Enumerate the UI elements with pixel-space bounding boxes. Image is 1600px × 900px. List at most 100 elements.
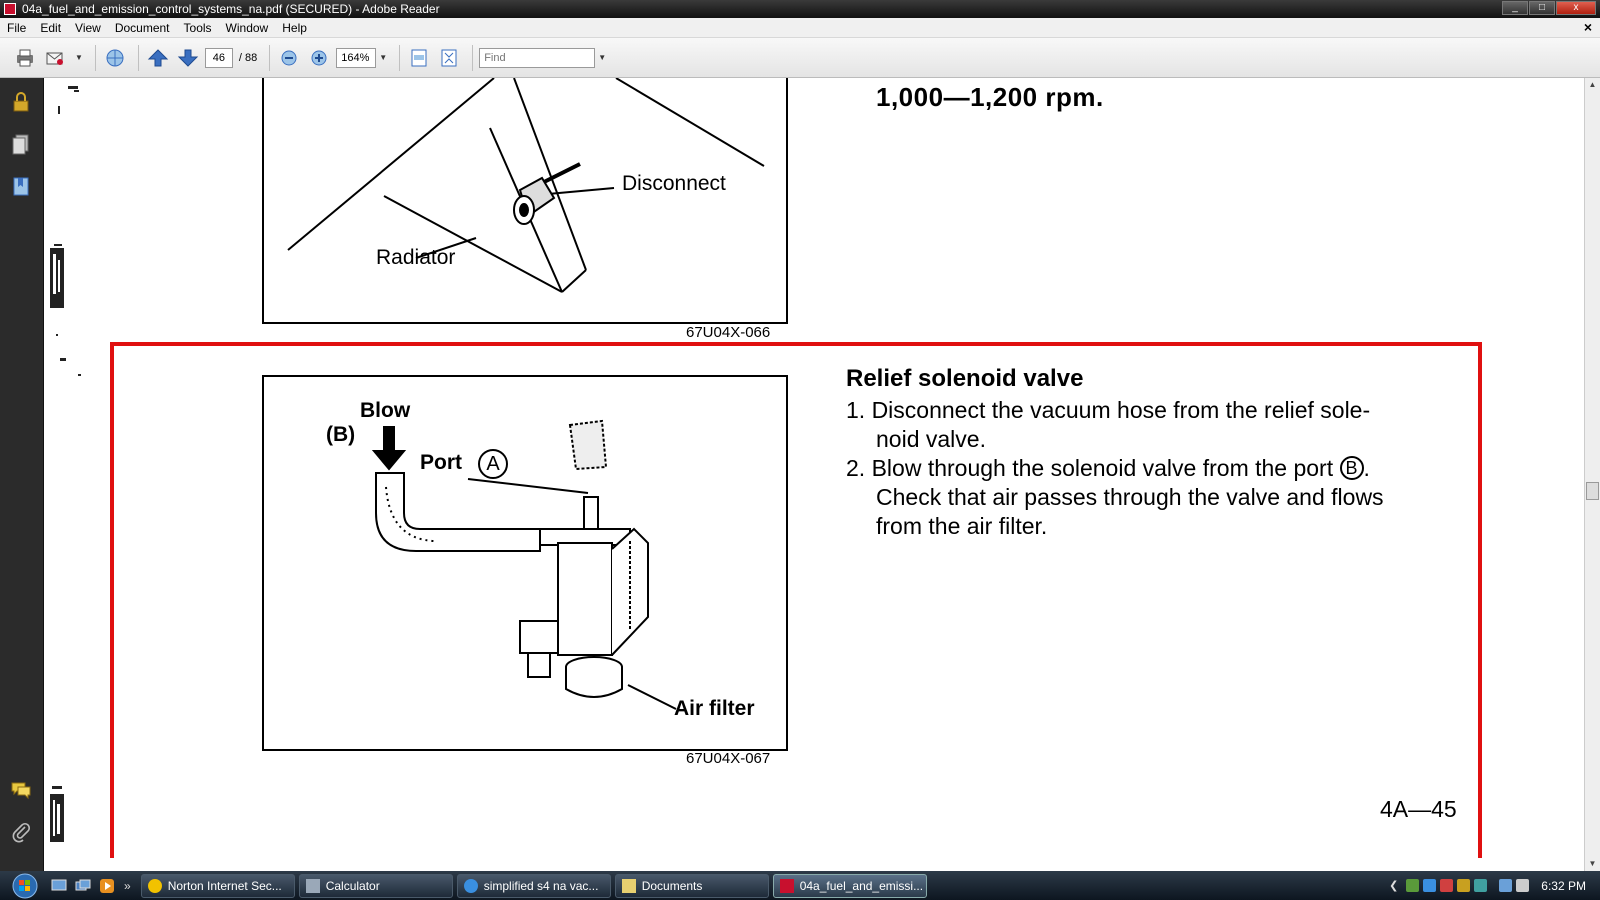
step-1-line-2: noid valve. [876, 426, 986, 452]
menu-bar: File Edit View Document Tools Window Hel… [0, 18, 1600, 38]
find-dropdown-icon[interactable]: ▼ [598, 53, 607, 62]
envelope-icon [46, 52, 63, 65]
scroll-down-icon[interactable]: ▼ [1588, 859, 1597, 868]
maximize-button[interactable]: □ [1529, 1, 1555, 15]
document-viewport[interactable]: Disconnect Radiator 67U04X-066 [44, 78, 1584, 871]
task-adobe-reader[interactable]: 04a_fuel_and_emissi... [772, 873, 927, 898]
update-tray-icon[interactable] [1423, 879, 1437, 892]
security-tray-icon[interactable] [1440, 879, 1454, 892]
sync-tray-icon[interactable] [1474, 879, 1488, 892]
clock[interactable]: 6:32 PM [1541, 878, 1586, 893]
zoom-dropdown-icon[interactable]: ▼ [379, 53, 388, 62]
step-2-line-2: Check that air passes through the valve … [876, 484, 1384, 510]
chevron-down-icon[interactable]: ▼ [75, 53, 83, 62]
window-title-bar: 04a_fuel_and_emission_control_systems_na… [0, 0, 1600, 18]
find-input[interactable] [479, 47, 596, 68]
step-2-text: 2. Blow through the solenoid valve from … [846, 455, 1334, 481]
zoom-in-icon [311, 50, 327, 65]
figure-relief-solenoid-valve: Blow (B) Port A Air filter [262, 375, 788, 751]
pages-icon[interactable] [9, 132, 33, 156]
toolbar: ▼ / 88 ▼ ▼ [0, 38, 1600, 78]
menu-tools[interactable]: Tools [183, 20, 212, 35]
pdf-icon [779, 878, 794, 893]
radiator-drawing [287, 78, 765, 293]
lock-icon[interactable] [9, 90, 33, 114]
close-window-button[interactable]: x [1556, 1, 1596, 15]
menu-view[interactable]: View [75, 20, 101, 35]
minimize-button[interactable]: _ [1502, 1, 1528, 15]
zoom-level-input[interactable] [336, 47, 377, 68]
bookmarks-icon[interactable] [9, 174, 33, 198]
task-internet-explorer[interactable]: simplified s4 na vac... [456, 873, 611, 898]
print-button[interactable] [12, 46, 38, 70]
navigation-pane [0, 78, 44, 871]
label-disconnect: Disconnect [622, 172, 726, 195]
globe-icon [106, 49, 124, 66]
menu-edit[interactable]: Edit [40, 20, 62, 35]
start-button[interactable] [6, 872, 44, 900]
folder-icon [621, 878, 636, 893]
fit-width-button[interactable] [406, 46, 432, 70]
comments-icon[interactable] [9, 778, 33, 802]
figure-radiator-disconnect: Disconnect Radiator [262, 78, 788, 324]
page-number: 4A—45 [1380, 796, 1457, 822]
solenoid-valve-drawing [371, 419, 677, 710]
port-b-symbol: B [1339, 456, 1364, 480]
network-tray-icon[interactable] [1406, 879, 1420, 892]
zoom-in-button[interactable] [306, 46, 332, 70]
adobe-reader-icon [4, 3, 16, 15]
previous-page-button[interactable] [145, 46, 171, 70]
internet-explorer-icon [463, 878, 478, 893]
arrow-up-icon [147, 48, 169, 66]
task-documents[interactable]: Documents [614, 873, 769, 898]
norton-icon [147, 878, 162, 893]
red-annotation-frame [110, 342, 1482, 858]
scroll-up-icon[interactable]: ▲ [1588, 80, 1597, 89]
fit-page-button[interactable] [436, 46, 462, 70]
task-norton[interactable]: Norton Internet Sec... [140, 873, 295, 898]
figure1-code: 67U04X-066 [686, 324, 771, 341]
collaborate-button[interactable] [102, 46, 128, 70]
fit-page-icon [441, 49, 457, 66]
page-number-input[interactable] [204, 47, 233, 68]
section-title: Relief solenoid valve [846, 365, 1084, 392]
attachment-icon[interactable] [9, 820, 33, 844]
arrow-down-icon [177, 49, 199, 67]
taskbar: » Norton Internet Sec... Calculator simp… [0, 871, 1600, 900]
show-desktop-icon[interactable] [50, 877, 68, 895]
email-button[interactable] [42, 46, 68, 70]
media-player-icon[interactable] [98, 877, 116, 895]
step-2-line-3: from the air filter. [876, 513, 1048, 539]
printer-icon [17, 49, 33, 66]
calculator-icon [305, 878, 320, 893]
vertical-scrollbar[interactable]: ▲ ▼ [1584, 78, 1600, 871]
switch-windows-icon[interactable] [74, 877, 92, 895]
label-radiator: Radiator [376, 246, 456, 269]
monitor-tray-icon[interactable] [1499, 879, 1513, 892]
label-blow: Blow [360, 399, 411, 422]
next-page-button[interactable] [175, 46, 201, 70]
label-port: Port [420, 451, 462, 474]
zoom-out-button[interactable] [276, 46, 302, 70]
menu-file[interactable]: File [7, 20, 27, 35]
window-title: 04a_fuel_and_emission_control_systems_na… [22, 2, 440, 16]
volume-tray-icon[interactable] [1516, 879, 1530, 892]
figure2-code: 67U04X-067 [686, 750, 771, 767]
label-air-filter: Air filter [674, 697, 755, 720]
scan-artifacts [50, 86, 81, 842]
menu-help[interactable]: Help [282, 20, 307, 35]
fit-width-icon [411, 49, 427, 66]
step-2-line-1: 2. Blow through the solenoid valve from … [846, 455, 1370, 481]
scrollbar-thumb[interactable] [1586, 482, 1599, 500]
quick-launch-more[interactable]: » [124, 878, 131, 893]
norton-tray-icon[interactable] [1457, 879, 1471, 892]
page-total: / 88 [238, 51, 258, 64]
label-b: (B) [326, 423, 356, 446]
close-document-button[interactable]: × [1583, 19, 1592, 35]
zoom-out-icon [281, 50, 297, 65]
tray-expand-icon[interactable]: ❮ [1389, 880, 1399, 892]
task-calculator[interactable]: Calculator [298, 873, 453, 898]
system-tray: ❮ 6:32 PM [1389, 871, 1600, 900]
menu-window[interactable]: Window [225, 20, 269, 35]
menu-document[interactable]: Document [114, 20, 170, 35]
